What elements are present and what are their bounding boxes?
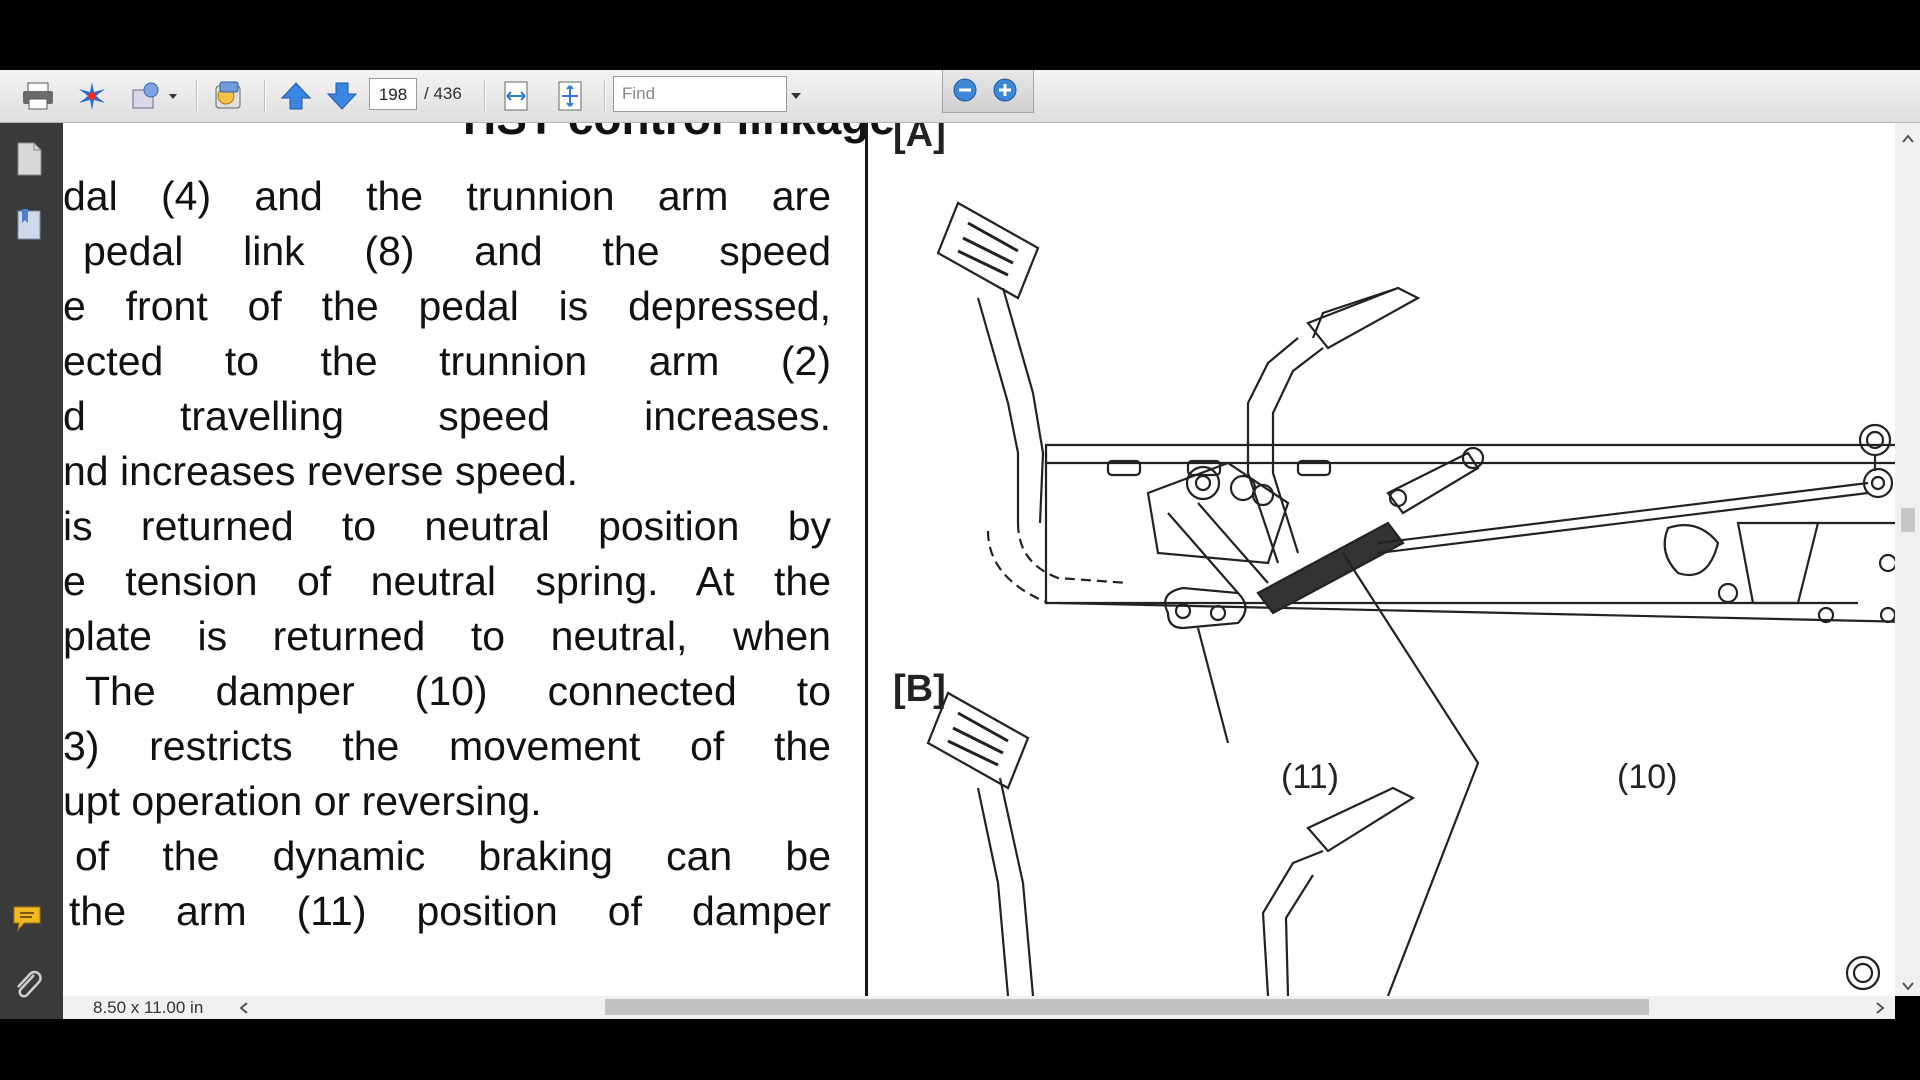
toolbar: 198 / 436 Find: [0, 70, 1920, 123]
share-menu-icon[interactable]: [126, 78, 182, 114]
text-line: is returned to neutral position by: [63, 503, 831, 549]
text-line: pedal link (8) and the speed: [83, 228, 831, 274]
text-line: of the dynamic braking can be: [75, 833, 831, 879]
text-line: e front of the pedal is depressed,: [63, 283, 831, 329]
zoom-group: [942, 70, 1034, 113]
status-and-horizontal-scrollbar: 8.50 x 11.00 in: [63, 996, 1895, 1019]
scroll-left-arrow-icon[interactable]: [239, 1001, 249, 1019]
text-line: ected to the trunnion arm (2): [63, 338, 831, 384]
figure-label-b: [B]: [893, 668, 946, 710]
text-line: 3) restricts the movement of the: [63, 723, 831, 769]
zoom-out-icon[interactable]: [947, 72, 983, 108]
vertical-scroll-thumb[interactable]: [1901, 508, 1915, 532]
callout-11: (11): [1281, 758, 1339, 796]
bookmarks-icon[interactable]: [14, 207, 44, 248]
text-line: The damper (10) connected to: [85, 668, 831, 714]
text-line: plate is returned to neutral, when: [63, 613, 831, 659]
zoom-in-icon[interactable]: [987, 72, 1023, 108]
page-divider: [865, 123, 868, 996]
scroll-right-arrow-icon[interactable]: [1875, 1001, 1885, 1019]
print-icon[interactable]: [18, 78, 58, 114]
page-thumbnails-icon[interactable]: [14, 141, 44, 182]
page-size-label: 8.50 x 11.00 in: [93, 998, 204, 1017]
vertical-scrollbar[interactable]: [1895, 123, 1920, 996]
navigation-pane: [0, 123, 63, 1019]
attachments-icon[interactable]: [12, 969, 44, 1008]
next-page-icon[interactable]: [322, 78, 362, 114]
scroll-up-arrow-icon[interactable]: [1902, 131, 1914, 149]
find-dropdown-chevron-icon[interactable]: [787, 78, 805, 114]
letterbox-bottom: [0, 1019, 1920, 1080]
page-total-label: / 436: [424, 84, 462, 103]
scroll-down-arrow-icon[interactable]: [1902, 978, 1914, 996]
previous-page-icon[interactable]: [276, 78, 316, 114]
find-input[interactable]: Find: [613, 76, 787, 112]
linkage-diagram: [926, 201, 1895, 996]
comments-icon[interactable]: [10, 903, 48, 940]
collaborate-icon[interactable]: [72, 78, 112, 114]
page-number-input[interactable]: 198: [369, 78, 417, 110]
text-line: nd increases reverse speed.: [63, 448, 579, 494]
section-heading: HST control linkage: [63, 123, 895, 145]
fit-width-icon[interactable]: [496, 78, 536, 114]
callout-10: (10): [1617, 758, 1678, 796]
horizontal-scroll-thumb[interactable]: [605, 999, 1649, 1015]
review-icon[interactable]: [208, 78, 248, 114]
text-line: the arm (11) position of damper: [69, 888, 831, 934]
document-view[interactable]: HST control linkage dal (4) and the trun…: [63, 123, 1895, 996]
figure-label-a: [A]: [893, 123, 946, 155]
text-line: dal (4) and the trunnion arm are: [63, 173, 831, 219]
text-line: upt operation or reversing.: [63, 778, 542, 824]
fit-page-icon[interactable]: [550, 78, 590, 114]
text-line: e tension of neutral spring. At the: [63, 558, 831, 604]
text-line: d travelling speed increases.: [63, 393, 831, 439]
